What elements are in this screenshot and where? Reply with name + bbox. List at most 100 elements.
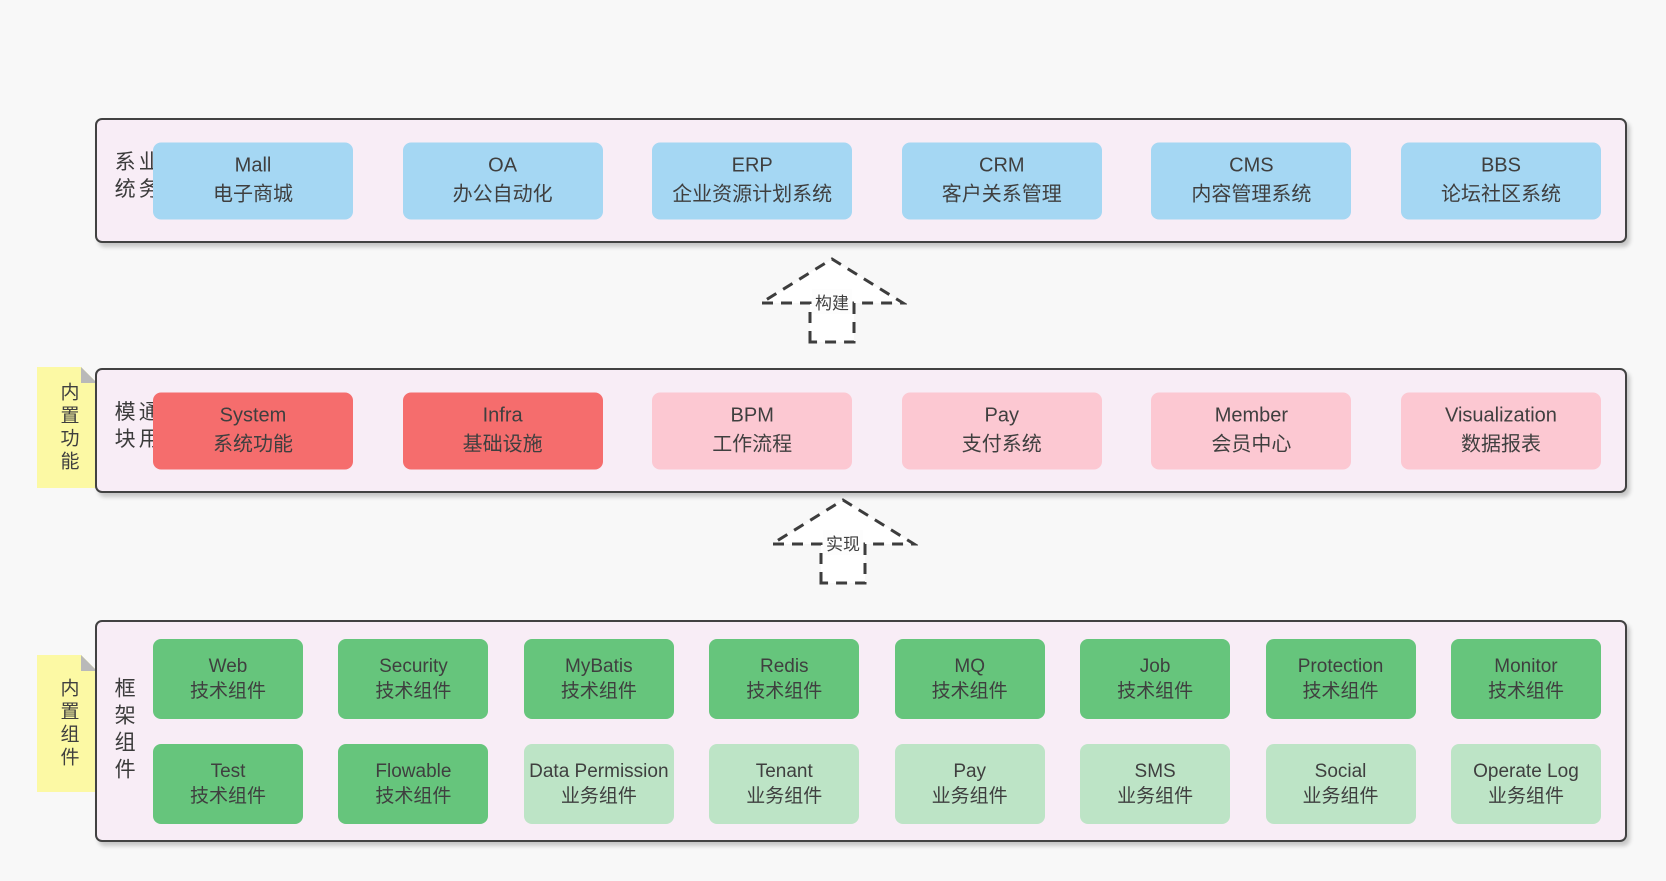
box-security: Security 技术组件 [338,639,489,719]
box-job-name: Job [1139,656,1171,677]
box-pay-biz-name: Pay [953,761,987,782]
business-system-layer: 业务系统 Mall 电子商城 OA 办公自动化 ERP 企业资源计划系统 CRM… [95,118,1627,243]
box-tenant-desc: 业务组件 [746,786,823,807]
box-bbs-desc: 论坛社区系统 [1440,183,1561,206]
box-mall-name: Mall [234,154,272,177]
implement-arrow-label: 实现 [823,530,863,555]
builtin-component-note: 内置组件 [37,655,97,792]
box-redis-name: Redis [759,656,809,677]
box-tenant: Tenant 业务组件 [709,744,860,824]
box-infra-name: Infra [482,404,523,427]
box-pay-name: Pay [984,404,1020,427]
box-pay: Pay 支付系统 [901,392,1102,469]
box-infra: Infra 基础设施 [402,392,603,469]
box-crm-name: CRM [979,154,1025,177]
box-web-desc: 技术组件 [189,681,266,702]
box-mybatis-desc: 技术组件 [560,681,637,702]
box-operate-log-name: Operate Log [1473,761,1579,782]
framework-component-row-2: Test 技术组件 Flowable 技术组件 Data Permission … [153,744,1601,824]
box-monitor: Monitor 技术组件 [1450,639,1601,719]
box-flowable-desc: 技术组件 [375,786,452,807]
box-flowable: Flowable 技术组件 [338,744,489,824]
box-bbs-name: BBS [1480,154,1521,177]
box-sms-name: SMS [1134,761,1176,782]
builtin-component-note-label: 内置组件 [57,677,79,770]
box-system: System 系统功能 [153,392,353,469]
box-protection-desc: 技术组件 [1302,681,1379,702]
box-pay-biz: Pay 业务组件 [894,744,1045,824]
box-job: Job 技术组件 [1080,639,1231,719]
build-arrow-label: 构建 [812,289,852,314]
box-erp-name: ERP [731,154,773,177]
builtin-feature-note: 内置功能 [37,367,97,488]
box-web: Web 技术组件 [153,639,303,719]
box-bbs: BBS 论坛社区系统 [1400,142,1601,219]
box-oa-desc: 办公自动化 [452,183,553,206]
box-system-name: System [219,404,287,427]
box-visualization: Visualization 数据报表 [1400,392,1601,469]
box-cms-name: CMS [1229,154,1274,177]
box-visualization-desc: 数据报表 [1460,433,1541,456]
box-social-name: Social [1314,761,1367,782]
box-operate-log-desc: 业务组件 [1487,786,1564,807]
box-monitor-desc: 技术组件 [1487,681,1564,702]
box-crm-desc: 客户关系管理 [941,183,1062,206]
box-security-desc: 技术组件 [375,681,452,702]
box-protection: Protection 技术组件 [1265,639,1416,719]
box-test-name: Test [210,761,246,782]
box-crm: CRM 客户关系管理 [901,142,1102,219]
box-member-name: Member [1214,404,1289,427]
box-pay-desc: 支付系统 [961,433,1042,456]
box-job-desc: 技术组件 [1117,681,1194,702]
box-mq-desc: 技术组件 [931,681,1008,702]
box-infra-desc: 基础设施 [462,433,543,456]
business-system-row: Mall 电子商城 OA 办公自动化 ERP 企业资源计划系统 CRM 客户关系… [153,142,1601,219]
box-mq-name: MQ [954,656,985,677]
builtin-feature-note-label: 内置功能 [57,381,79,474]
box-sms-desc: 业务组件 [1117,786,1194,807]
box-mq: MQ 技术组件 [894,639,1045,719]
box-web-name: Web [208,656,248,677]
box-redis-desc: 技术组件 [746,681,823,702]
box-data-permission-desc: 业务组件 [560,786,637,807]
box-visualization-name: Visualization [1445,404,1557,427]
common-module-layer: 通用模块 System 系统功能 Infra 基础设施 BPM 工作流程 Pay… [95,368,1627,493]
box-sms: SMS 业务组件 [1080,744,1231,824]
box-bpm: BPM 工作流程 [652,392,853,469]
box-data-permission-name: Data Permission [529,761,669,782]
common-module-row: System 系统功能 Infra 基础设施 BPM 工作流程 Pay 支付系统… [153,392,1601,469]
box-erp-desc: 企业资源计划系统 [672,183,833,206]
box-mall: Mall 电子商城 [153,142,353,219]
build-arrow: 构建 [757,256,907,344]
framework-component-layer-label: 框架组件 [112,677,136,785]
box-cms-desc: 内容管理系统 [1191,183,1312,206]
framework-component-row-1: Web 技术组件 Security 技术组件 MyBatis 技术组件 Redi… [153,639,1601,719]
box-monitor-name: Monitor [1494,656,1558,677]
framework-component-layer: 框架组件 Web 技术组件 Security 技术组件 MyBatis 技术组件… [95,620,1627,842]
box-mybatis-name: MyBatis [565,656,633,677]
box-test: Test 技术组件 [153,744,303,824]
box-protection-name: Protection [1297,656,1384,677]
box-oa: OA 办公自动化 [402,142,603,219]
box-member-desc: 会员中心 [1211,433,1292,456]
box-data-permission: Data Permission 业务组件 [523,744,674,824]
box-mall-desc: 电子商城 [213,183,293,206]
implement-arrow: 实现 [768,497,918,585]
box-social-desc: 业务组件 [1302,786,1379,807]
box-operate-log: Operate Log 业务组件 [1450,744,1601,824]
box-flowable-name: Flowable [375,761,452,782]
box-tenant-name: Tenant [755,761,813,782]
box-cms: CMS 内容管理系统 [1151,142,1352,219]
box-erp: ERP 企业资源计划系统 [652,142,853,219]
box-security-name: Security [379,656,448,677]
box-mybatis: MyBatis 技术组件 [523,639,674,719]
box-pay-biz-desc: 业务组件 [931,786,1008,807]
box-bpm-desc: 工作流程 [712,433,793,456]
box-bpm-name: BPM [730,404,774,427]
box-redis: Redis 技术组件 [709,639,860,719]
box-social: Social 业务组件 [1265,744,1416,824]
box-oa-name: OA [488,154,518,177]
box-member: Member 会员中心 [1151,392,1352,469]
box-system-desc: 系统功能 [213,433,293,456]
